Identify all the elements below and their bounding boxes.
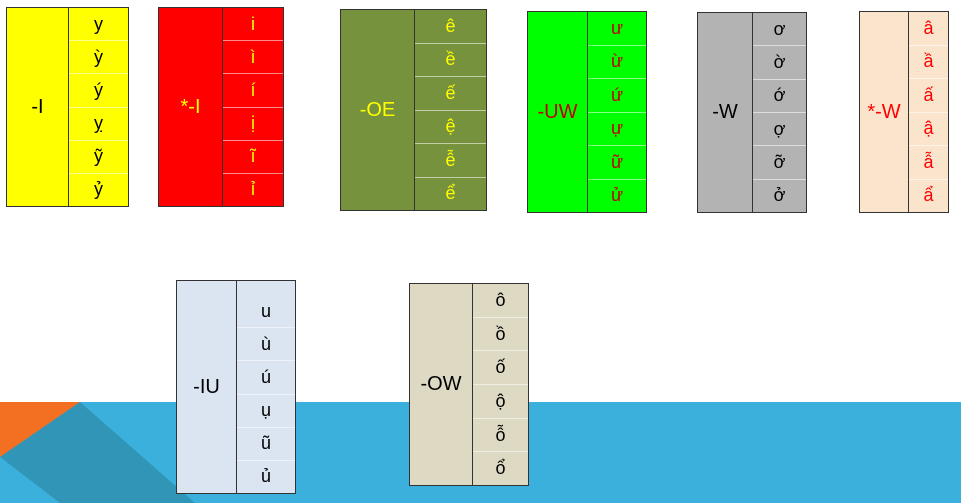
vowel-cell: ớ <box>753 78 806 112</box>
box-UW: -UW ư ừ ứ ự ữ ử <box>527 11 647 213</box>
vowel-cell: ề <box>415 42 486 77</box>
box-I: -I y ỳ ý ỵ ỹ ỷ <box>6 7 129 207</box>
vowel-cell: ỹ <box>69 139 128 173</box>
vowel-cell: ừ <box>588 44 646 79</box>
vowel-cell: ễ <box>415 143 486 177</box>
vowel-cell: ế <box>415 76 486 110</box>
vowel-cell: i <box>251 13 255 34</box>
vowel-cell: ũ <box>237 426 295 460</box>
vowel-cell: ỡ <box>753 145 806 178</box>
vowel-cell: ơ <box>773 18 786 39</box>
vowel-cell: ê <box>445 15 456 36</box>
vowel-cell: ể <box>415 176 486 211</box>
vowel-cell: ị <box>223 106 283 140</box>
box-label: -OE <box>341 10 415 210</box>
box-label: -W <box>698 13 753 212</box>
vowel-cell: í <box>223 73 283 106</box>
vowel-cell: ẩ <box>909 178 948 213</box>
vowel-cell: ầ <box>909 44 948 79</box>
vowel-cell: ồ <box>473 316 528 351</box>
vowel-cell: ử <box>588 178 646 213</box>
box-label: -OW <box>410 284 473 485</box>
box-star-W: *-W â ầ ấ ậ ẫ ẩ <box>859 11 949 213</box>
box-IU: -IU u ù ú ụ ũ ủ <box>176 280 296 494</box>
vowel-cell: ứ <box>588 78 646 112</box>
box-W: -W ơ ờ ớ ợ ỡ ở <box>697 12 807 213</box>
vowel-cell: ỳ <box>69 40 128 73</box>
vowel-cell: ỵ <box>69 106 128 140</box>
vowel-cell: ấ <box>909 78 948 112</box>
vowel-cell: ụ <box>237 393 295 427</box>
box-label: *-W <box>860 12 909 212</box>
vowel-cell: ù <box>237 327 295 360</box>
corner-decoration <box>0 402 195 503</box>
vowel-cell: ố <box>473 350 528 384</box>
vowel-cell: ẫ <box>909 145 948 179</box>
vowel-cell: ĩ <box>223 139 283 173</box>
box-label: *-I <box>159 8 223 206</box>
vowel-cell: u <box>260 300 271 321</box>
vowel-cell: ỉ <box>223 172 283 206</box>
box-label: -I <box>7 8 69 206</box>
vowel-cell: ô <box>495 289 506 310</box>
vowel-cell: ở <box>753 178 806 212</box>
vowel-cell: â <box>923 17 934 38</box>
vowel-cell: ữ <box>588 145 646 179</box>
vowel-cell: ú <box>237 360 295 393</box>
vowel-cell: ệ <box>415 109 486 144</box>
vowel-cell: ậ <box>909 111 948 146</box>
vowel-cell: ỷ <box>69 172 128 206</box>
vowel-cell: ờ <box>753 45 806 78</box>
vowel-cell: ý <box>69 73 128 106</box>
vowel-cell: ì <box>223 40 283 73</box>
vowel-cell: ự <box>588 111 646 146</box>
vowel-cell: ủ <box>237 459 295 493</box>
box-OW: -OW ô ồ ố ộ ỗ ổ <box>409 283 529 486</box>
box-label: -UW <box>528 12 588 212</box>
vowel-cell: y <box>94 13 103 34</box>
vowel-cell: ộ <box>473 384 528 418</box>
vowel-cell: ỗ <box>473 417 528 452</box>
vowel-cell: ợ <box>753 111 806 145</box>
vowel-cell: ư <box>610 17 624 38</box>
box-label: -IU <box>177 281 237 493</box>
box-OE: -OE ê ề ế ệ ễ ể <box>340 9 487 211</box>
vowel-cell: ổ <box>473 451 528 485</box>
box-star-I: *-I i ì í ị ĩ ỉ <box>158 7 284 207</box>
